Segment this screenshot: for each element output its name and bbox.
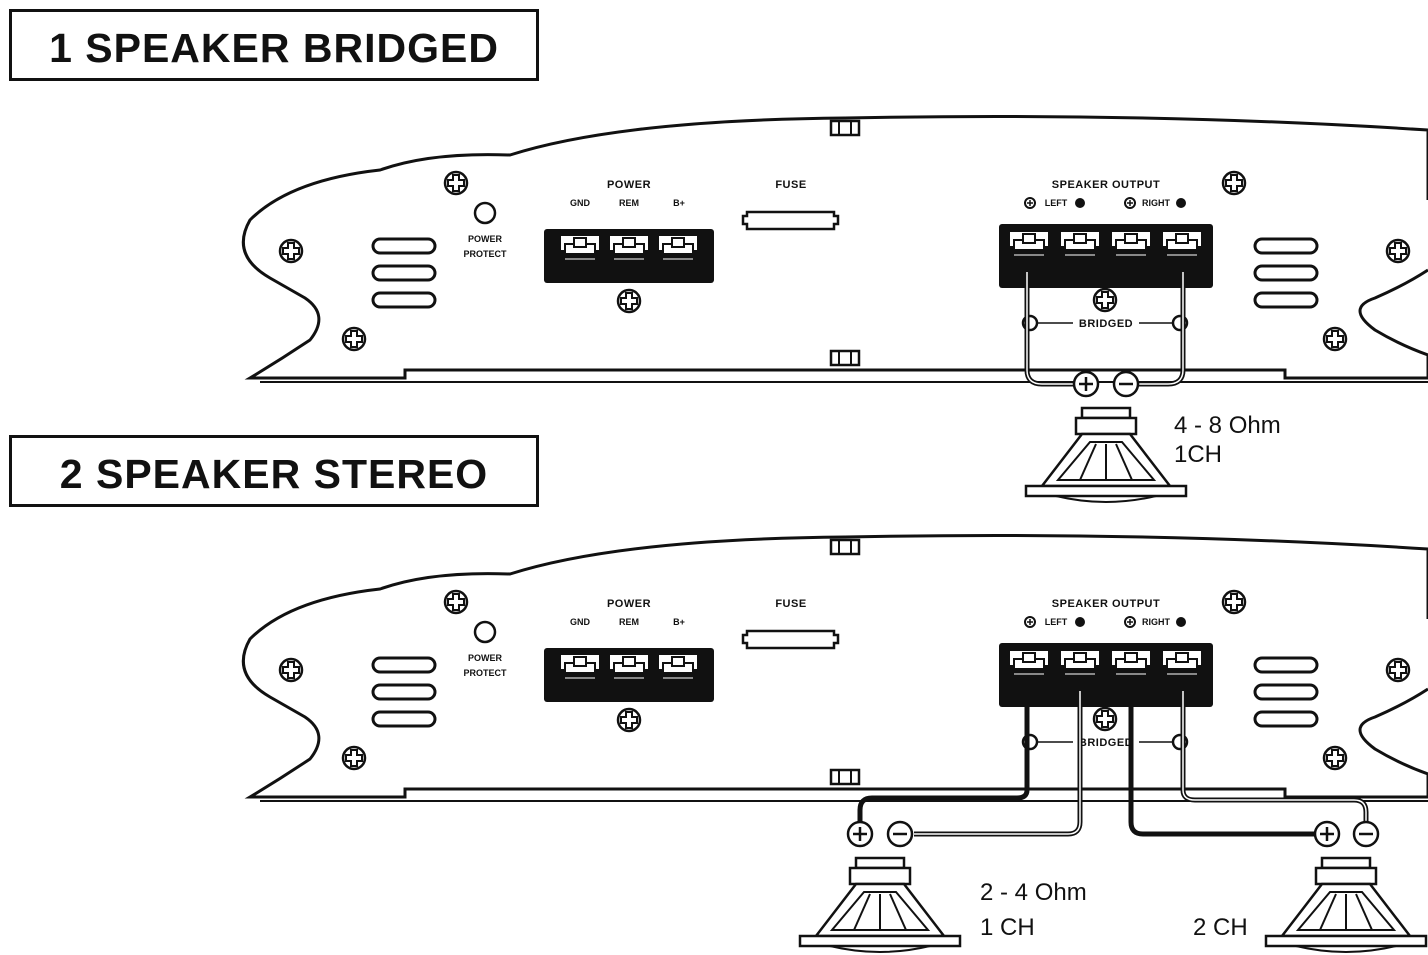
speaker1-negative-terminal-icon bbox=[886, 820, 914, 848]
rem-label: REM bbox=[619, 617, 639, 627]
left-label: LEFT bbox=[1045, 198, 1068, 208]
speaker-output-label: SPEAKER OUTPUT bbox=[1052, 179, 1160, 191]
bridged-wires bbox=[1024, 272, 1186, 387]
speaker1-positive-terminal-icon bbox=[846, 820, 874, 848]
bridged-label: BRIDGED bbox=[1079, 318, 1133, 330]
rem-label: REM bbox=[619, 198, 639, 208]
right-label: RIGHT bbox=[1142, 198, 1171, 208]
speaker-negative-terminal-icon bbox=[1112, 370, 1140, 398]
speaker-positive-terminal-icon bbox=[1072, 370, 1100, 398]
power-label: POWER bbox=[607, 598, 651, 610]
power-protect-label-line2: PROTECT bbox=[463, 249, 507, 259]
bplus-label: B+ bbox=[673, 198, 685, 208]
power-label: POWER bbox=[607, 179, 651, 191]
amplifier-bridged bbox=[243, 117, 1428, 383]
speaker-output-label: SPEAKER OUTPUT bbox=[1052, 598, 1160, 610]
speaker2-positive-terminal-icon bbox=[1313, 820, 1341, 848]
section-title-stereo: 2 SPEAKER STEREO bbox=[59, 451, 489, 497]
speaker2-icon bbox=[1264, 856, 1428, 954]
bridged-label: BRIDGED bbox=[1079, 737, 1133, 749]
fuse-label: FUSE bbox=[775, 598, 806, 610]
section-title-bridged: 1 SPEAKER BRIDGED bbox=[49, 25, 499, 71]
speaker2-negative-terminal-icon bbox=[1352, 820, 1380, 848]
section-title-box-stereo: 2 SPEAKER STEREO bbox=[9, 435, 539, 507]
speaker1-channel-label: 1 CH bbox=[980, 914, 1035, 941]
stereo-wires bbox=[857, 691, 1369, 837]
section-title-box-bridged: 1 SPEAKER BRIDGED bbox=[9, 9, 539, 81]
speaker-impedance-label: 4 - 8 Ohm bbox=[1174, 412, 1281, 439]
amplifier-stereo bbox=[243, 536, 1428, 802]
power-protect-label-line1: POWER bbox=[468, 234, 503, 244]
speaker2-channel-label: 2 CH bbox=[1193, 914, 1248, 941]
speaker-channel-label: 1CH bbox=[1174, 441, 1222, 468]
bplus-label: B+ bbox=[673, 617, 685, 627]
right-label: RIGHT bbox=[1142, 617, 1171, 627]
speaker-icon bbox=[1024, 406, 1188, 504]
speaker1-icon bbox=[798, 856, 962, 954]
left-label: LEFT bbox=[1045, 617, 1068, 627]
power-protect-label-line2: PROTECT bbox=[463, 668, 507, 678]
gnd-label: GND bbox=[570, 198, 591, 208]
speaker1-impedance-label: 2 - 4 Ohm bbox=[980, 879, 1087, 906]
fuse-label: FUSE bbox=[775, 179, 806, 191]
gnd-label: GND bbox=[570, 617, 591, 627]
power-protect-label-line1: POWER bbox=[468, 653, 503, 663]
